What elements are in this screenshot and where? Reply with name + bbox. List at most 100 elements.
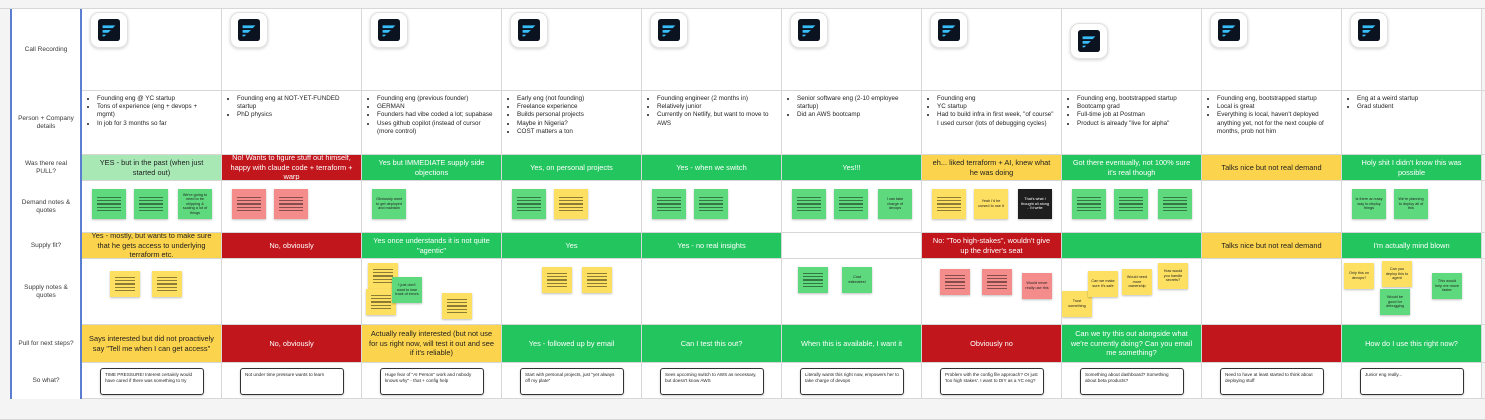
sticky-note[interactable] [232,189,266,219]
sticky-note[interactable] [798,267,828,293]
board-bottom-spacer [82,399,222,420]
so-what-card[interactable]: Not under time pressure wants to learn [240,368,344,395]
sticky-note[interactable] [134,189,168,219]
sticky-note[interactable] [940,269,970,295]
sticky-note[interactable]: We're going to need to be shipping & sca… [178,189,212,219]
sticky-note[interactable]: We're planning to deploy all of this [1394,189,1428,219]
so-what-card[interactable]: TIME PRESSURE! Interest certainly would … [100,368,204,395]
sticky-note[interactable]: Would never really use this [1022,273,1052,299]
so-what-card[interactable]: Junior eng really... [1360,368,1464,395]
sticky-note[interactable]: Cost estimates! [842,267,872,293]
sticky-note[interactable] [982,269,1012,295]
sticky-note[interactable] [152,271,182,297]
sticky-note[interactable] [1072,189,1106,219]
board-right-edge [1482,181,1485,233]
call-recording-link[interactable] [1350,12,1388,48]
sticky-note[interactable] [1114,189,1148,219]
sticky-line [237,196,261,198]
call-recording-link[interactable] [90,12,128,48]
call-recording-link[interactable] [230,12,268,48]
sticky-note[interactable]: How would you handle secrets? [1158,263,1188,289]
details-item: Founding eng [937,95,1055,103]
sticky-line [115,276,135,278]
row-header-supply-fit: Supply fit? [12,233,82,259]
verdict-pull-next: No, obviously [222,325,362,363]
cell-supply-notes: Cost estimates! [782,259,922,325]
sticky-note[interactable] [554,189,588,219]
sticky-line [839,199,863,202]
sticky-line [97,196,121,198]
sticky-note[interactable] [542,267,572,293]
sticky-line [1119,203,1143,205]
sticky-line [1077,199,1101,202]
sticky-line [547,275,567,278]
sticky-note[interactable] [932,189,966,219]
sticky-note[interactable]: This would help me move faster [1432,273,1462,299]
sticky-line [157,276,177,278]
sticky-note[interactable] [834,189,868,219]
sticky-note[interactable]: Only this on devops? [1344,263,1374,289]
call-recording-link[interactable] [1210,12,1248,48]
sticky-line [937,199,961,202]
sticky-line [559,210,583,212]
details-list: Founding engYC startupHad to build infra… [931,95,1055,128]
call-recording-link[interactable] [1070,23,1108,59]
so-what-card[interactable]: Sees upcoming switch to AWS as necessary… [660,368,764,395]
sticky-note[interactable] [92,189,126,219]
call-recording-link[interactable] [370,12,408,48]
sticky-note[interactable]: Would be good for debugging [1380,289,1410,315]
app-logo-icon [1358,19,1380,41]
verdict-real-pull: Yes but IMMEDIATE supply side objections [362,155,502,181]
sticky-line [1163,199,1187,202]
call-recording-link[interactable] [790,12,828,48]
sticky-note[interactable]: I just don't want to lose track of error… [392,277,422,303]
sticky-note[interactable]: Yeah I'd be cursed to use it [974,189,1008,219]
sticky-line [797,210,821,212]
sticky-note[interactable] [582,267,612,293]
sticky-line [657,206,681,209]
so-what-card[interactable]: Literally wants this right now, empowers… [800,368,904,395]
sticky-note[interactable]: Obviously want to get deployed and maint… [372,189,406,219]
sticky-line [803,286,823,288]
verdict-real-pull: Yes - when we switch [642,155,782,181]
sticky-note[interactable] [792,189,826,219]
sticky-note[interactable]: Trust something [1062,291,1092,317]
so-what-card[interactable]: Problem with the config file approach? O… [940,368,1044,395]
sticky-line [237,203,261,205]
so-what-card[interactable]: Something about dashboard? Something abo… [1080,368,1184,395]
sticky-note[interactable]: Can we make sure it's safe [1088,271,1118,297]
sticky-note[interactable] [274,189,308,219]
verdict-real-pull: eh... liked terraform + AI, knew what he… [922,155,1062,181]
sticky-note[interactable] [110,271,140,297]
sticky-note[interactable] [694,189,728,219]
sticky-line [373,268,393,270]
sticky-note[interactable] [512,189,546,219]
board-bottom-spacer [1342,399,1482,420]
cell-call-recording [782,9,922,91]
sticky-note[interactable] [1158,189,1192,219]
sticky-note[interactable]: Can you deploy this to agent [1382,261,1412,287]
sticky-line [97,203,121,205]
so-what-card[interactable]: Need to have at least started to think a… [1220,368,1324,395]
sticky-note[interactable] [366,289,396,315]
sticky-line [1077,206,1101,209]
sticky-note[interactable] [652,189,686,219]
sticky-line [699,196,723,198]
sticky-note[interactable]: Would need more ownership [1122,269,1152,295]
details-item: Senior software eng (2-10 employee start… [797,95,915,111]
board-top-spacer [362,0,502,9]
details-item: Founding eng @ YC startup [97,95,215,103]
so-what-card[interactable]: Start with personal projects, just "yet … [520,368,624,395]
sticky-note[interactable]: I can take charge of devops [878,189,912,219]
call-recording-link[interactable] [650,12,688,48]
sticky-note[interactable]: That's what I thought all along - I'd wr… [1018,189,1052,219]
sticky-note[interactable]: Is there an easy way to deploy things [1352,189,1386,219]
so-what-card[interactable]: Huge fear of "AI Person" work and nobody… [380,368,484,395]
cell-so-what: Something about dashboard? Something abo… [1062,363,1202,399]
verdict-real-pull: Yes!!! [782,155,922,181]
call-recording-link[interactable] [930,12,968,48]
sticky-note[interactable] [442,293,472,319]
verdict-real-pull: No! Wants to figure stuff out himself, h… [222,155,362,181]
cell-demand-notes: Is there an easy way to deploy things We'… [1342,181,1482,233]
call-recording-link[interactable] [510,12,548,48]
